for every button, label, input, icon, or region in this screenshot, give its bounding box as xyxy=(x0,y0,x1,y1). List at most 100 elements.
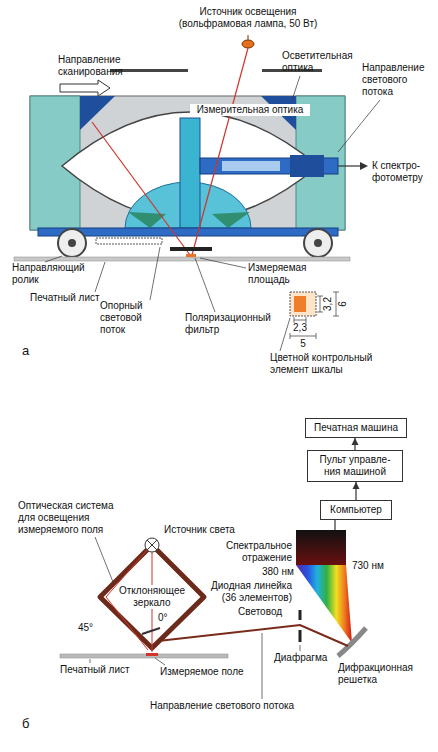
part-label: 380 нм xyxy=(262,566,294,578)
spectro-arrow xyxy=(360,162,368,170)
measuring-optics xyxy=(290,155,324,177)
dimension-line xyxy=(333,292,339,293)
spectro-arrow xyxy=(338,165,362,166)
light-rays xyxy=(192,48,248,255)
scan-arrow xyxy=(60,80,110,96)
spectrometer xyxy=(296,565,352,643)
filter xyxy=(96,238,212,257)
housing xyxy=(30,96,345,230)
leader-line xyxy=(280,318,290,351)
dimension-value: 6 xyxy=(337,301,349,307)
illumination-optics xyxy=(147,540,157,550)
process-box: Компьютер xyxy=(320,500,392,520)
spectrometer xyxy=(158,625,348,646)
part-label: 2,3 xyxy=(293,322,307,334)
box-text: Печатная машина xyxy=(310,422,402,434)
color-patch xyxy=(290,292,316,316)
illumination-optics xyxy=(145,538,159,552)
spectrometer xyxy=(299,610,302,620)
spectro-arrow xyxy=(338,162,368,170)
leader-line xyxy=(45,76,380,351)
illumination-optics xyxy=(142,628,160,634)
dimension-line xyxy=(290,333,291,339)
illumination-optics xyxy=(60,654,228,658)
part-label: Опорный световой поток xyxy=(100,300,158,336)
arrow-head xyxy=(353,482,360,489)
part-label: Источник света xyxy=(164,524,235,536)
leader-line xyxy=(155,658,165,665)
data-line xyxy=(335,520,336,530)
part-label: Поляризационный фильтр xyxy=(185,312,285,336)
dimension-line xyxy=(333,316,339,317)
flow-arrow xyxy=(353,482,360,500)
illumination-optics xyxy=(146,653,158,656)
scan-arrow xyxy=(60,80,110,96)
lamp xyxy=(242,40,254,48)
box-text: Пульт управле- ния машиной xyxy=(312,454,398,478)
leader-line xyxy=(195,258,215,312)
illumination-optics xyxy=(60,538,228,658)
dimension-line xyxy=(317,312,323,313)
box-text: Компьютер xyxy=(325,504,387,516)
process-box: Пульт управле- ния машиной xyxy=(307,450,403,482)
part-label: 730 нм xyxy=(352,560,384,572)
dimension-line xyxy=(294,320,306,321)
part-label: Диафрагма xyxy=(274,652,327,664)
filter xyxy=(96,238,162,244)
part-label: Спектральное отражение xyxy=(212,540,292,564)
dimension-line xyxy=(317,296,323,297)
arrow-head xyxy=(352,438,359,445)
part-label: 45° xyxy=(78,622,93,634)
dimension-line xyxy=(320,296,321,312)
base-plate xyxy=(14,257,350,261)
part-label: Диодная линейка (36 элементов) xyxy=(200,580,292,604)
leader-line xyxy=(90,659,91,663)
data-line xyxy=(334,520,335,530)
part-label: Дифракционная решетка xyxy=(338,662,433,686)
leader-line xyxy=(150,247,160,300)
part-label: Печатный лист xyxy=(60,664,130,676)
part-label: Оптическая система для освещения измеряе… xyxy=(18,500,123,536)
filter xyxy=(186,254,196,257)
housing xyxy=(30,96,345,230)
measuring-optics xyxy=(180,118,200,228)
color-patch xyxy=(290,292,316,316)
light-rays xyxy=(92,122,190,255)
base-plate xyxy=(304,229,332,257)
part-label: Печатный лист xyxy=(30,292,100,304)
part-label: Световод xyxy=(238,606,282,618)
leader-line xyxy=(300,645,301,651)
part-label: Измеряемое поле xyxy=(160,666,244,678)
leader-line xyxy=(338,100,380,152)
leader-line xyxy=(95,537,113,582)
part-label: Направляющий ролик xyxy=(12,262,92,286)
dimension-line xyxy=(290,336,316,337)
dimension-line xyxy=(316,333,317,339)
measuring-optics xyxy=(125,118,338,228)
spectrometer xyxy=(338,628,366,656)
illumination-optics xyxy=(147,540,157,550)
part-label: 0° xyxy=(158,612,168,624)
base-plate xyxy=(314,239,322,247)
leader-line xyxy=(292,76,300,100)
part-letter: а xyxy=(22,343,29,359)
part-label: 5 xyxy=(300,338,306,350)
process-box: Печатная машина xyxy=(305,418,407,438)
part-label: Отклоняющее зеркало xyxy=(117,585,187,609)
part-label: К спектро- фотометру xyxy=(372,160,434,184)
housing xyxy=(80,96,115,130)
dimension-line xyxy=(290,292,339,339)
leader-line xyxy=(200,258,246,268)
base-plate xyxy=(58,229,86,257)
measuring-optics xyxy=(222,161,280,171)
part-label: Источник освещения (вольфрамовая лампа, … xyxy=(168,6,328,30)
measuring-optics xyxy=(212,212,250,228)
spectrometer xyxy=(296,530,346,565)
part-label: Направление светового потока xyxy=(150,700,294,712)
part-label: Осветительная оптика xyxy=(282,50,360,74)
part-label: Направление сканирования xyxy=(58,54,140,78)
color-patch xyxy=(294,296,306,312)
part-label: Направление светового потока xyxy=(362,62,434,98)
leader-line xyxy=(262,633,263,699)
